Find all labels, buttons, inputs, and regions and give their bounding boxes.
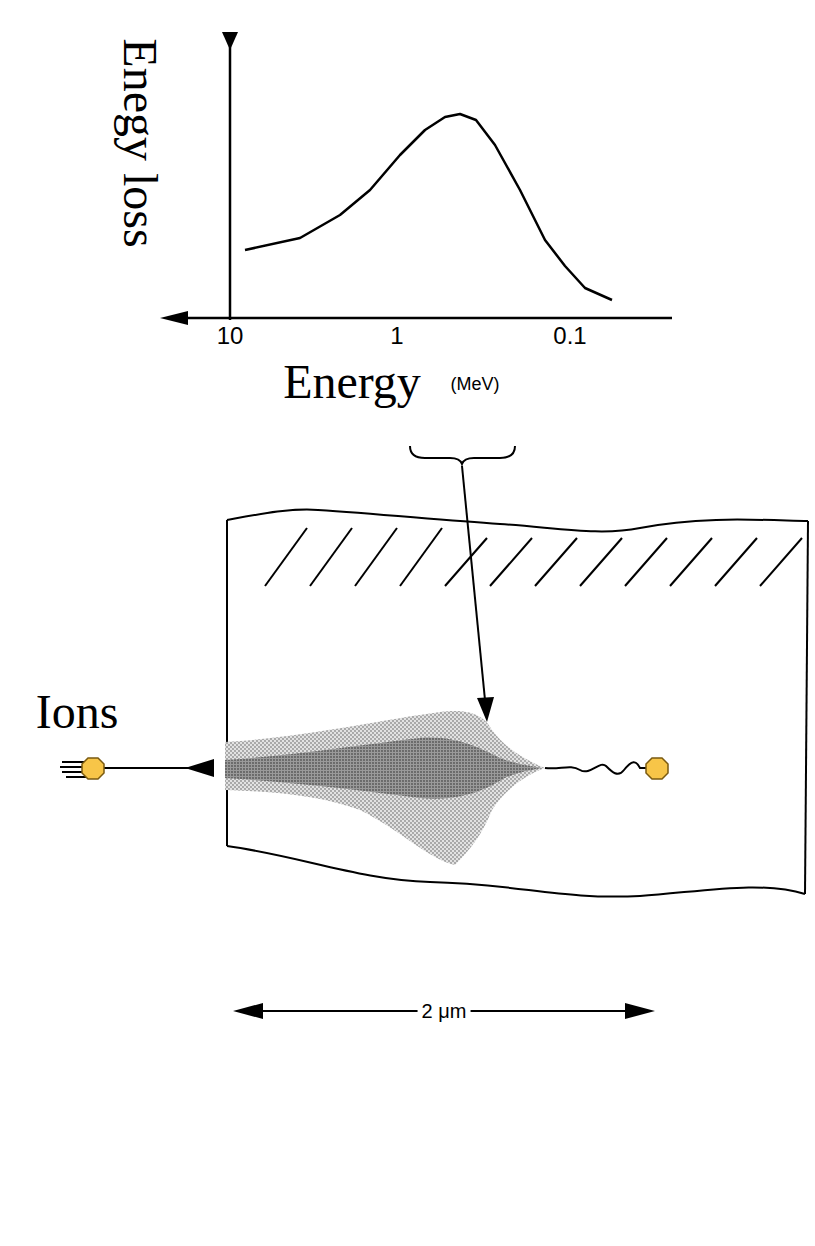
ion-arrowhead [185, 759, 214, 777]
ion-end-path [545, 762, 650, 774]
dimension-label: 2 μm [418, 1000, 471, 1022]
ion-label: Ions [36, 688, 119, 736]
tick-label: 10 [217, 324, 244, 348]
axis-arrowhead [160, 311, 188, 325]
tick-label: 1 [390, 324, 403, 348]
hatch-stroke [715, 538, 757, 586]
ion-particle [82, 758, 104, 779]
ion-track [104, 767, 190, 769]
damage-cloud-core [225, 738, 542, 799]
y-axis [229, 45, 232, 320]
sample-edge [805, 521, 808, 894]
hatch-stroke [355, 528, 397, 586]
hatch-stroke [310, 528, 352, 586]
hatch-stroke [535, 538, 577, 586]
sample-bottom [227, 846, 805, 897]
pointer-line [462, 466, 485, 700]
hatch-stroke [625, 538, 667, 586]
axis-arrowhead [222, 32, 238, 50]
hatch-stroke [670, 538, 712, 586]
axis-title: Energy [283, 358, 421, 406]
hatch-stroke [445, 538, 487, 586]
unit-label: (MeV) [451, 375, 500, 393]
hatch-stroke [580, 538, 622, 586]
axis-title: Enegy loss [116, 38, 164, 247]
hatch-stroke [490, 538, 532, 586]
damage-cloud-outer [225, 711, 545, 865]
x-axis [185, 317, 672, 320]
tick-label: 0.1 [553, 324, 586, 348]
hatch-stroke [400, 528, 442, 586]
dimension-arrowhead [625, 1003, 655, 1019]
ion-particle [646, 758, 668, 779]
chart-axes [185, 45, 672, 320]
hatch-stroke [760, 538, 802, 586]
energy-loss-curve [245, 114, 612, 300]
sample-surface [227, 510, 808, 532]
curly-brace [410, 446, 515, 464]
sample-edge [226, 520, 228, 846]
surface-hatching [265, 528, 802, 586]
dimension-arrowhead [233, 1003, 263, 1019]
hatch-stroke [265, 528, 307, 586]
